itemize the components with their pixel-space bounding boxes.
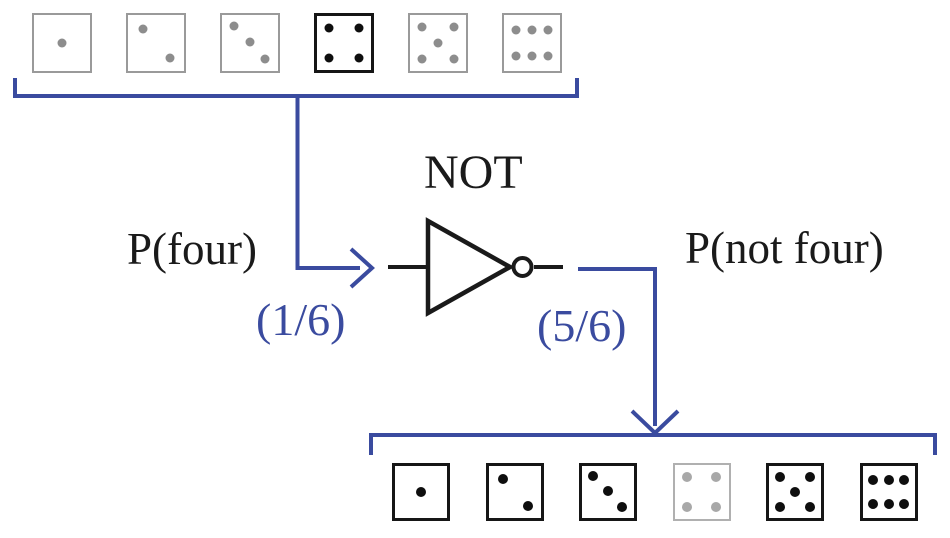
die-pip — [417, 22, 427, 32]
die-pip — [449, 54, 459, 64]
die-pip — [165, 53, 175, 63]
die-pip — [497, 474, 508, 484]
output-probability-label: P(not four) — [685, 223, 884, 273]
die-pip — [245, 37, 255, 47]
output-probability-value: (5/6) — [537, 300, 627, 351]
die-pip — [324, 23, 334, 33]
die-pip — [229, 21, 239, 31]
die-pip — [449, 22, 459, 32]
die-pip — [543, 25, 553, 35]
die-pip — [775, 472, 786, 483]
die-face-2-highlighted — [485, 463, 544, 521]
die-face-1 — [32, 13, 92, 73]
bottom-brace — [369, 433, 937, 455]
die-pip — [868, 499, 879, 510]
not-gate-triangle — [425, 217, 515, 317]
die-pip — [527, 51, 537, 61]
die-pip — [883, 499, 894, 510]
die-pip — [603, 486, 613, 497]
die-face-5-highlighted — [766, 463, 824, 521]
die-face-4-highlighted — [314, 13, 374, 73]
die-pip — [511, 25, 521, 35]
input-flow-elbow — [295, 96, 360, 270]
die-pip — [898, 499, 909, 510]
die-pip — [354, 53, 364, 63]
top-brace — [13, 78, 579, 98]
die-pip — [433, 38, 443, 48]
input-probability-value: (1/6) — [256, 294, 346, 345]
die-pip — [790, 487, 800, 497]
die-pip — [417, 54, 427, 64]
die-pip — [527, 25, 537, 35]
die-pip — [681, 472, 692, 483]
die-pip — [868, 474, 879, 485]
die-face-5 — [408, 13, 468, 73]
die-pip — [617, 502, 628, 513]
die-pip — [511, 51, 521, 61]
die-pip — [260, 54, 270, 64]
die-pip — [711, 501, 722, 512]
die-face-2 — [126, 13, 186, 73]
not-gate-bubble — [511, 256, 534, 278]
input-arrowhead-icon — [349, 247, 375, 289]
die-pip — [587, 471, 598, 482]
die-pip — [681, 501, 692, 512]
die-pip — [57, 38, 67, 48]
die-face-6 — [502, 13, 562, 73]
die-pip — [416, 487, 426, 497]
die-pip — [711, 472, 722, 483]
die-pip — [543, 51, 553, 61]
die-face-3 — [220, 13, 280, 73]
die-pip — [138, 24, 148, 34]
die-face-6-highlighted — [859, 463, 918, 521]
die-pip — [804, 501, 815, 512]
die-pip — [324, 53, 334, 63]
die-pip — [804, 472, 815, 483]
gate-label: NOT — [424, 146, 523, 199]
die-face-3-highlighted — [579, 463, 637, 521]
die-face-4 — [672, 463, 731, 521]
output-flow-elbow — [578, 267, 657, 426]
die-pip — [354, 23, 364, 33]
die-face-1-highlighted — [392, 463, 450, 521]
die-pip — [898, 474, 909, 485]
die-pip — [883, 474, 894, 485]
die-pip — [522, 501, 533, 512]
input-probability-label: P(four) — [127, 224, 257, 274]
die-pip — [775, 501, 786, 512]
